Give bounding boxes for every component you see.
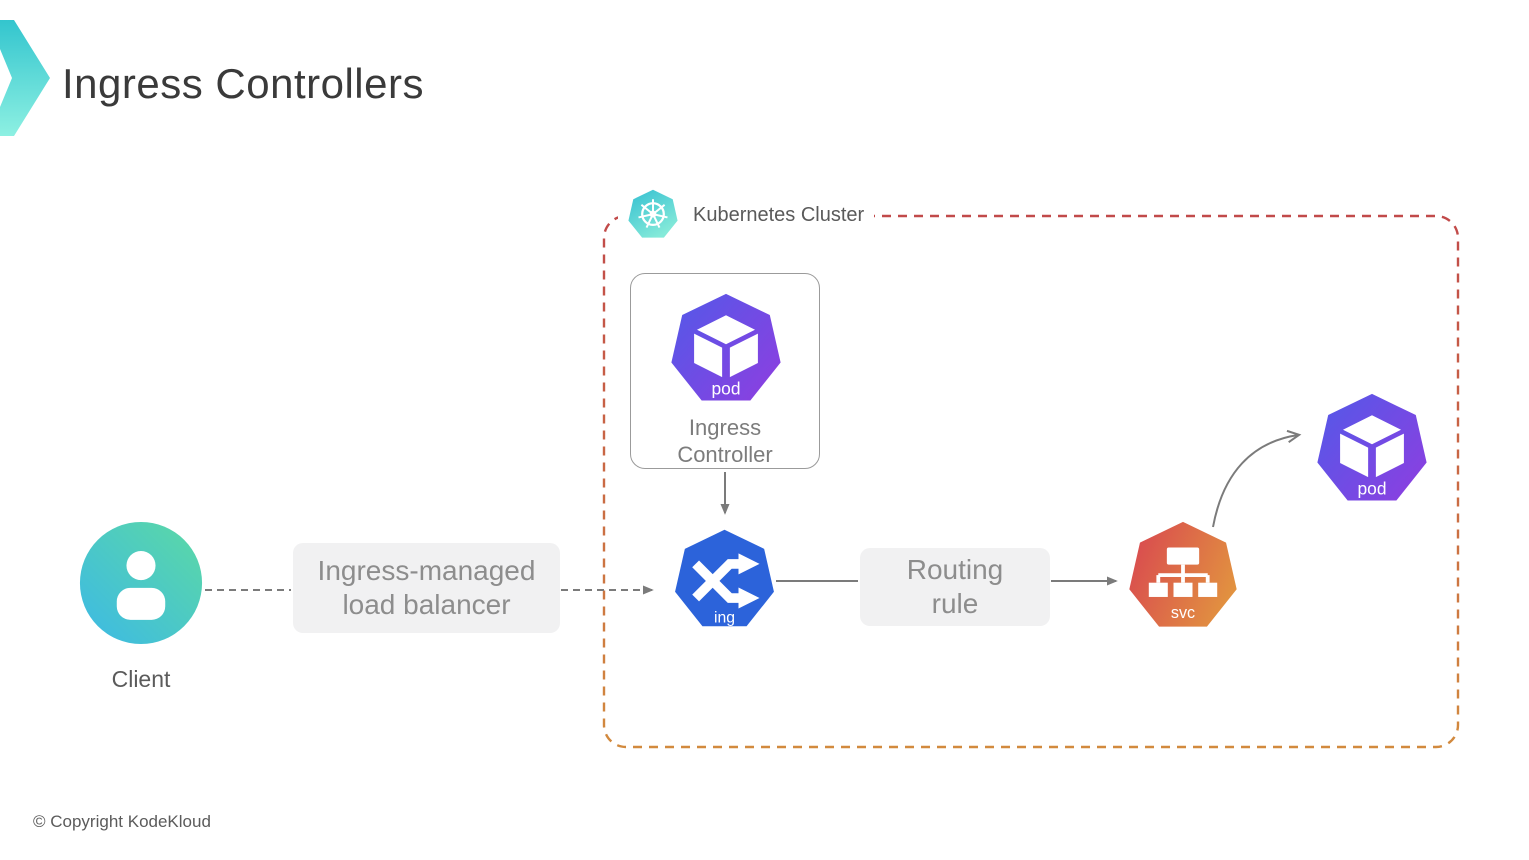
svg-text:ing: ing [714,610,735,627]
client-icon [79,521,203,645]
svg-text:svc: svc [1171,604,1195,622]
kubernetes-cluster-label: Kubernetes Cluster [693,203,865,226]
kodekloud-logo [0,14,52,142]
ingress-controller-box: pod Ingress Controller [630,273,820,469]
page-title: Ingress Controllers [62,60,424,107]
load-balancer-label: Ingress-managed load balancer [317,555,536,620]
client-label: Client [111,666,171,692]
ingress-icon: ing [675,529,774,627]
load-balancer-box: Ingress-managed load balancer [293,543,560,633]
pod-icon: pod [1317,393,1427,501]
client-node: Client [78,520,204,692]
ingress-controller-label: Ingress Controller [677,415,773,468]
svg-text:pod: pod [1357,478,1386,498]
connector-svc-to-pod [1212,435,1298,528]
pod-icon: pod [671,293,781,401]
chevron-icon [0,20,50,136]
backend-pod-node: pod [1314,392,1430,508]
routing-rule-label: Routing rule [906,554,1004,619]
ingress-resource-node: ing [672,528,777,633]
copyright-text: © Copyright KodeKloud [33,812,211,831]
kubernetes-cluster-header: Kubernetes Cluster [618,188,875,242]
svg-text:pod: pod [711,378,740,398]
kubernetes-icon [628,189,678,238]
routing-rule-box: Routing rule [860,548,1050,626]
service-icon: svc [1129,521,1237,627]
service-node: svc [1126,520,1240,634]
